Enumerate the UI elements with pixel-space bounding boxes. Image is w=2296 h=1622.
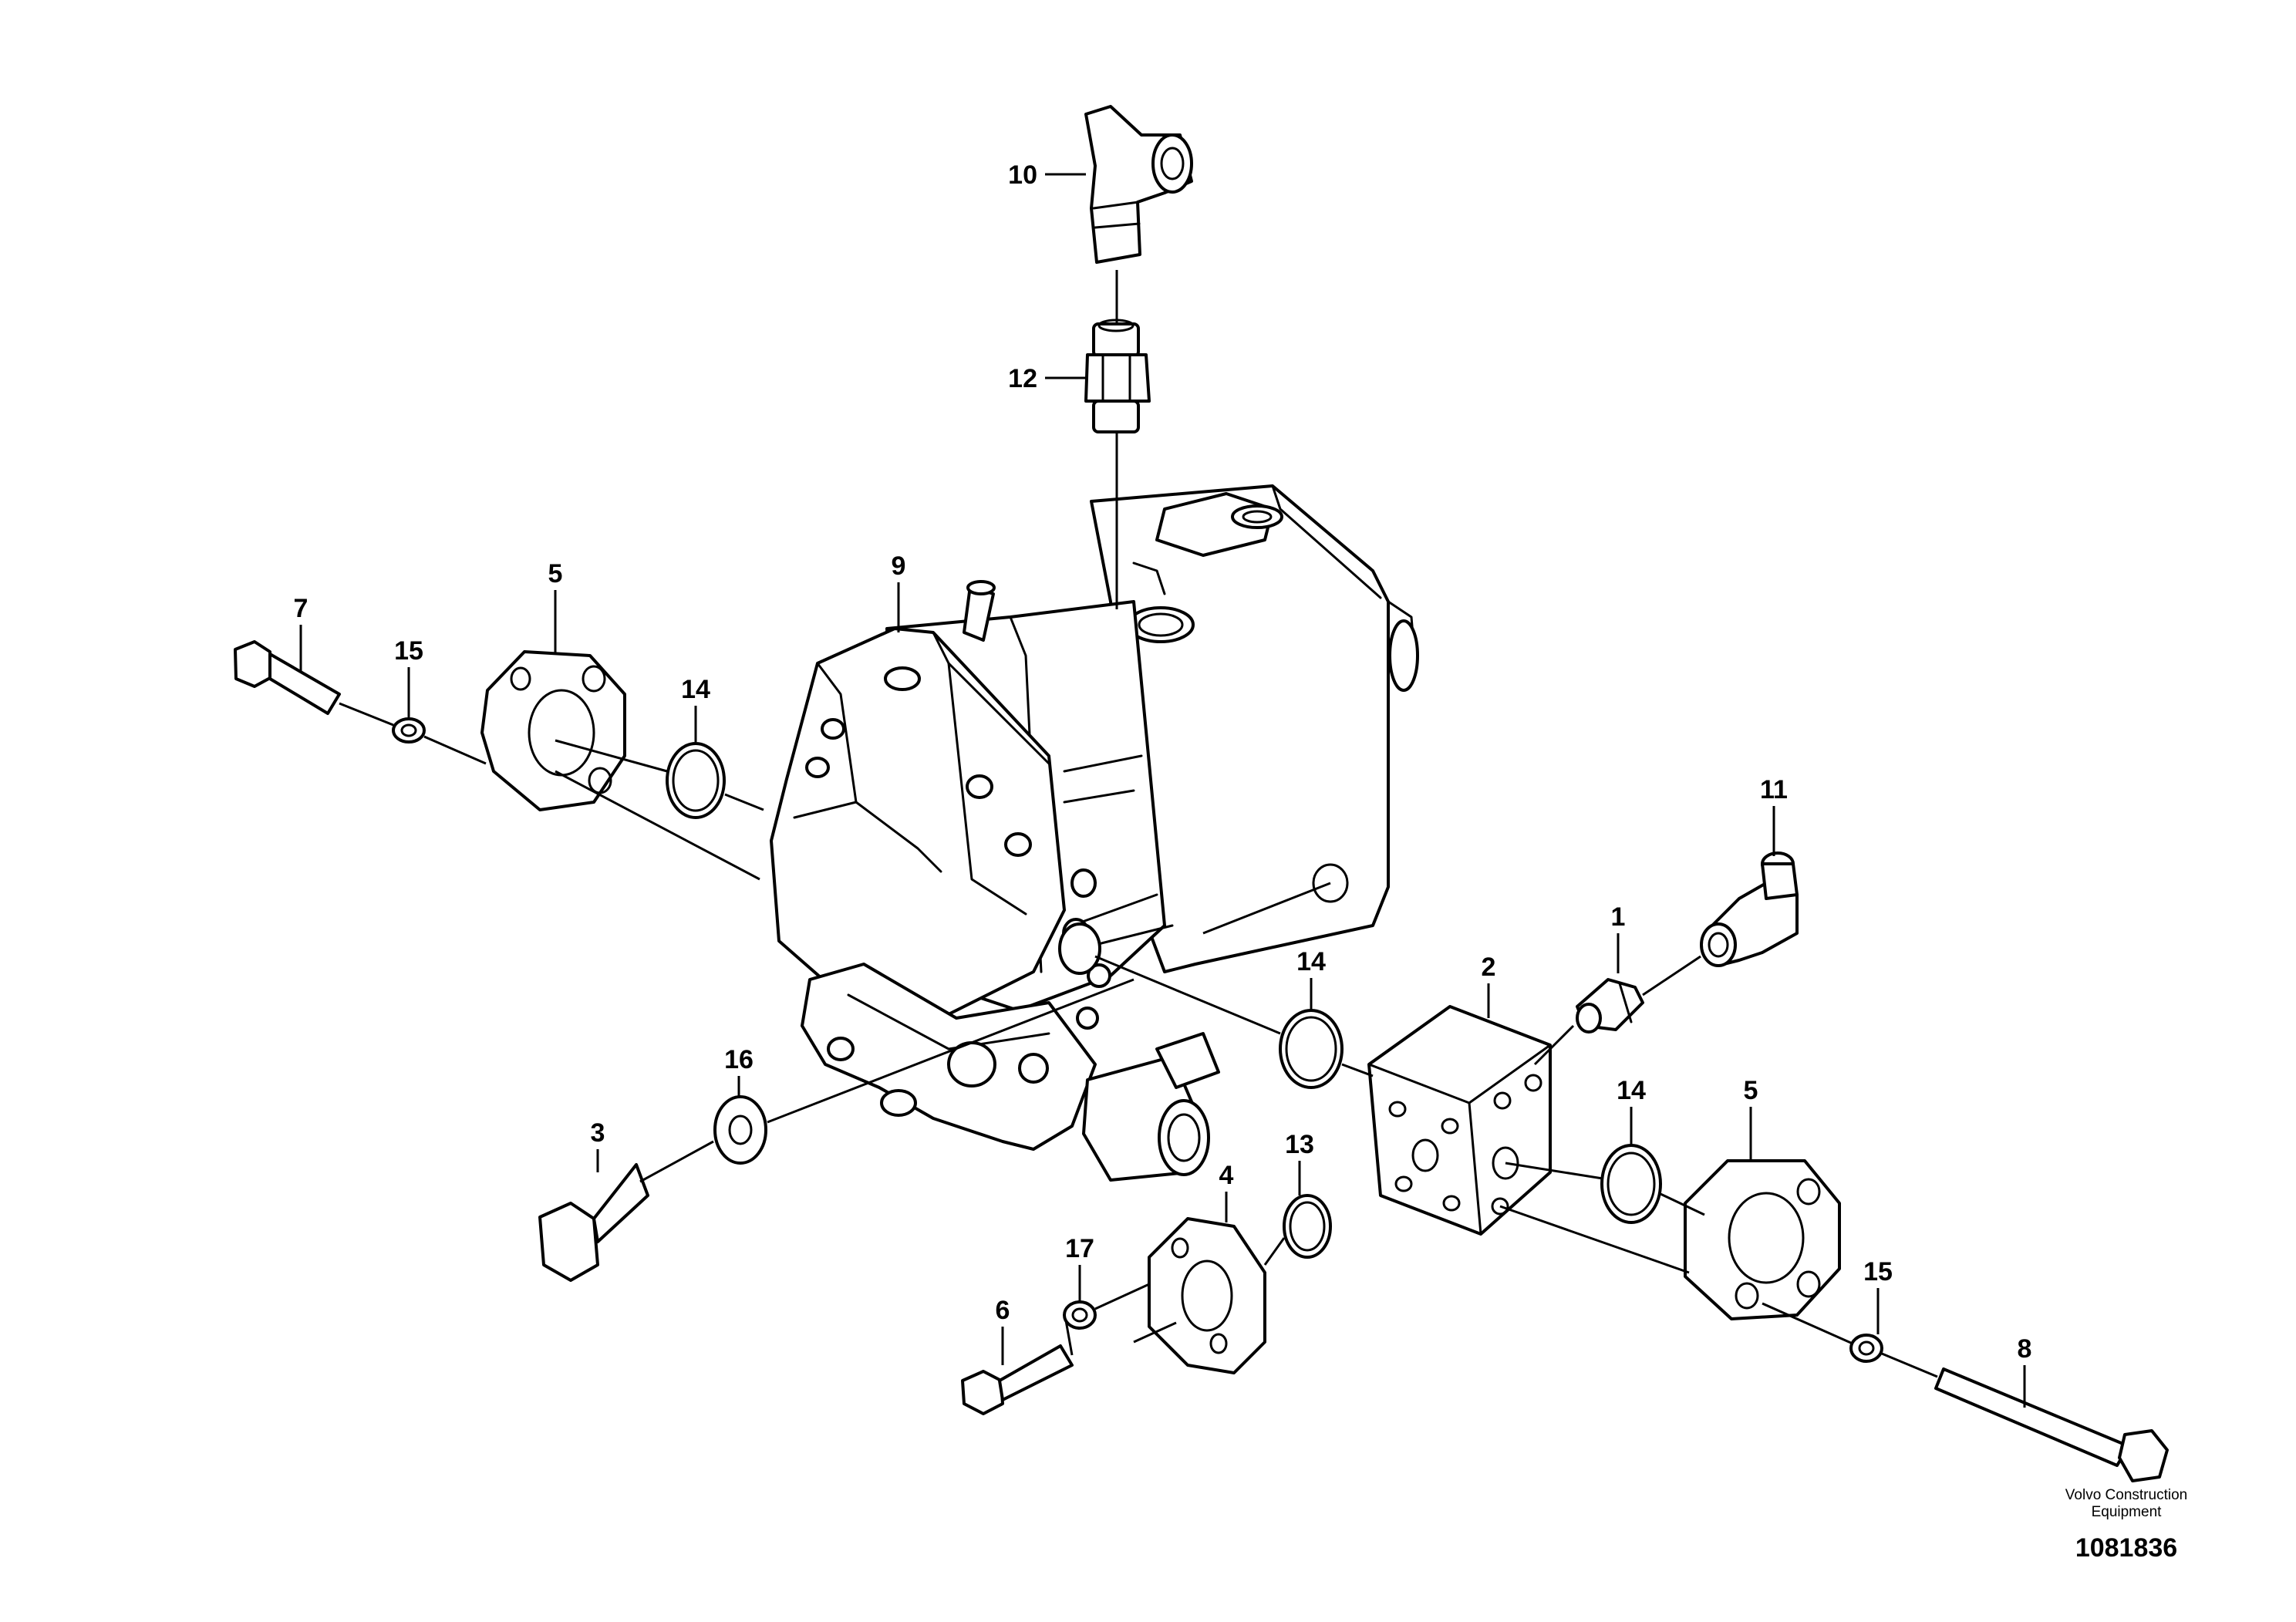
callout-4: 4 [1219,1161,1234,1190]
callout-9: 9 [892,551,906,581]
callout-10: 10 [1008,160,1037,190]
split-flange-4 [1148,1217,1266,1374]
o-ring-14-left [666,742,726,819]
callout-15-left: 15 [394,636,423,666]
callout-14-right: 14 [1617,1076,1646,1105]
bolt-6 [961,1344,1074,1415]
bolt-7 [234,640,341,715]
brand-label: Volvo Construction Equipment [2065,1487,2188,1520]
callout-12: 12 [1008,364,1037,393]
callout-numbers: 1 2 3 4 5 5 6 7 8 9 10 11 12 13 14 14 14… [294,160,2032,1364]
callout-5-right: 5 [1744,1076,1758,1105]
callout-5-left: 5 [548,559,563,588]
split-flange-5-left [480,650,626,811]
straight-adapter-fitting [1084,319,1151,433]
callout-6: 6 [996,1296,1010,1325]
adapter-fitting-1 [1576,978,1644,1034]
callout-8: 8 [2018,1334,2032,1364]
callout-13: 13 [1285,1130,1314,1159]
split-flange-5-right [1684,1159,1841,1320]
callout-16: 16 [724,1045,754,1074]
o-ring-14-middle [1279,1009,1344,1089]
callout-7: 7 [294,594,308,623]
o-ring-13 [1283,1194,1332,1259]
o-ring-14-right [1600,1144,1662,1224]
callout-leaders [299,173,2026,1408]
elbow-fitting-top [1084,105,1193,264]
hydraulic-pump-body [770,484,1419,1182]
washer-16 [713,1095,767,1165]
callout-17: 17 [1065,1234,1094,1263]
callout-14-middle: 14 [1296,947,1326,976]
callout-11: 11 [1760,775,1788,804]
manifold-block-2 [1367,1005,1552,1236]
elbow-fitting-11 [1700,851,1799,967]
callout-3: 3 [591,1118,605,1148]
washer-15-left [392,717,426,744]
callout-15-right: 15 [1863,1257,1893,1286]
bolt-3 [538,1163,649,1282]
callout-14-left: 14 [681,675,710,704]
washer-15-right [1849,1334,1883,1363]
bolt-8 [1934,1367,2169,1482]
callout-1: 1 [1611,902,1626,932]
washer-17 [1063,1300,1097,1330]
callout-2: 2 [1482,953,1496,982]
drawing-number: 1081836 [2075,1533,2178,1563]
